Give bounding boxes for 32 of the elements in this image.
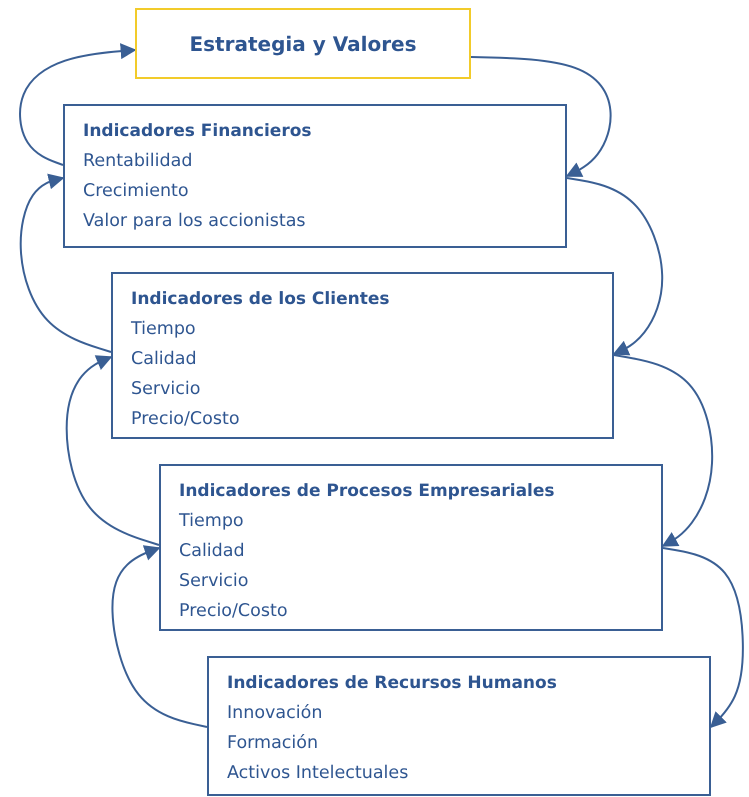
list-item: Formación bbox=[227, 732, 320, 755]
box-heading: Indicadores Financieros bbox=[83, 120, 313, 143]
indicator-box bbox=[111, 272, 614, 439]
list-item: Precio/Costo bbox=[179, 600, 289, 623]
title: Estrategia y Valores bbox=[189, 30, 417, 58]
list-item: Servicio bbox=[131, 378, 202, 401]
list-item: Crecimiento bbox=[83, 180, 190, 203]
list-item: Rentabilidad bbox=[83, 150, 194, 173]
list-item: Activos Intelectuales bbox=[227, 762, 410, 785]
arrow bbox=[662, 547, 744, 728]
list-item: Calidad bbox=[131, 348, 198, 371]
list-item: Valor para los accionistas bbox=[83, 210, 307, 233]
arrow bbox=[566, 177, 664, 356]
arrow bbox=[470, 56, 612, 177]
list-item: Innovación bbox=[227, 702, 324, 725]
arrow bbox=[111, 545, 208, 728]
arrow bbox=[19, 43, 137, 166]
list-item: Tiempo bbox=[179, 510, 245, 533]
indicator-box bbox=[63, 104, 567, 248]
indicator-box bbox=[207, 656, 711, 796]
box-heading: Indicadores de Recursos Humanos bbox=[227, 672, 558, 695]
title-box bbox=[135, 8, 471, 79]
list-item: Calidad bbox=[179, 540, 246, 563]
arrow bbox=[20, 174, 112, 353]
arrow bbox=[66, 355, 160, 546]
list-item: Precio/Costo bbox=[131, 408, 241, 431]
box-heading: Indicadores de los Clientes bbox=[131, 288, 390, 311]
indicator-box bbox=[159, 464, 663, 631]
box-heading: Indicadores de Procesos Empresariales bbox=[179, 480, 556, 503]
list-item: Servicio bbox=[179, 570, 250, 593]
list-item: Tiempo bbox=[131, 318, 197, 341]
arrow bbox=[614, 354, 714, 547]
